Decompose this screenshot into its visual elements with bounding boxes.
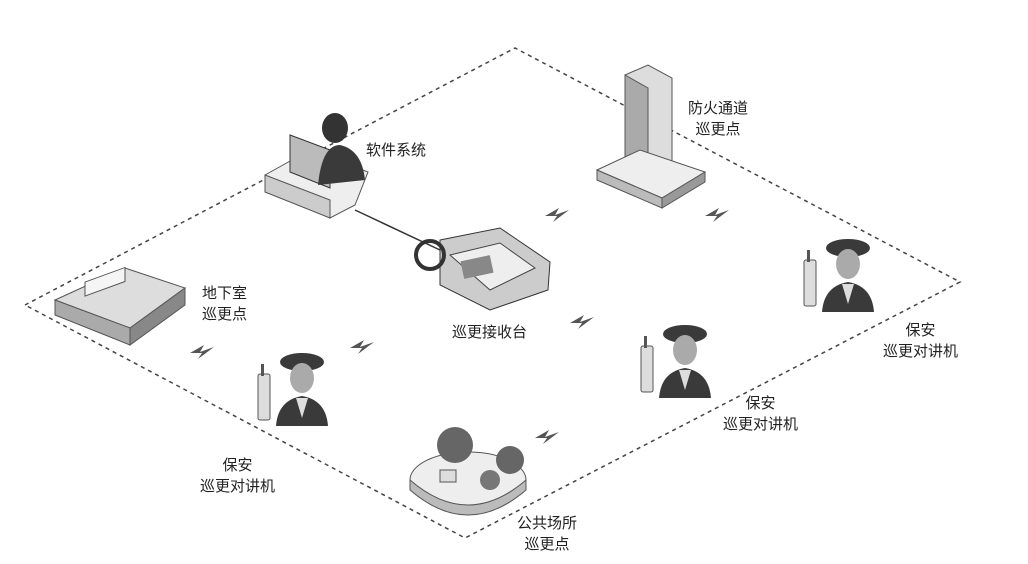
signal-bolt-icon (350, 340, 374, 354)
public-place-label-line2: 巡更点 (524, 535, 570, 553)
basement-label-line1: 地下室 (202, 284, 248, 302)
basement-label-line2: 巡更点 (202, 305, 248, 323)
guard-middle-label-line1: 保安 (745, 394, 776, 412)
fire-exit-label-line2: 巡更点 (695, 120, 741, 138)
public-place-label-line1: 公共场所 (517, 514, 578, 532)
guard-right-label-line2: 巡更对讲机 (883, 342, 959, 360)
software-system-label: 软件系统 (366, 141, 427, 159)
guard-left-label-line2: 巡更对讲机 (200, 477, 276, 495)
guard-middle-label: 保安 巡更对讲机 (723, 393, 798, 435)
guard-middle-icon (640, 324, 712, 399)
signal-bolt-icon (545, 208, 569, 222)
fire-exit-label: 防火通道 巡更点 (688, 98, 748, 140)
guard-left-label-line1: 保安 (222, 456, 253, 474)
receiver-label: 巡更接收台 (452, 323, 528, 341)
guard-left-label: 保安 巡更对讲机 (200, 455, 275, 497)
connection-cable (354, 209, 441, 251)
signal-bolt-icon (535, 430, 559, 444)
signal-bolt-icon (570, 315, 594, 329)
guard-right-label-line1: 保安 (905, 321, 936, 339)
patrol-area-boundary (23, 47, 962, 539)
software-system-icon (264, 113, 369, 219)
fire-exit-building-icon (595, 64, 707, 209)
basement-icon (53, 266, 187, 346)
public-place-icon (409, 427, 527, 516)
signal-bolt-icon (705, 208, 729, 222)
basement-label: 地下室 巡更点 (202, 283, 247, 325)
guard-right-icon (803, 238, 875, 313)
guard-left-icon (257, 352, 329, 427)
fire-exit-label-line1: 防火通道 (688, 99, 749, 117)
guard-right-label: 保安 巡更对讲机 (883, 320, 958, 362)
public-place-label: 公共场所 巡更点 (517, 513, 577, 555)
receiver-station-icon (414, 227, 551, 311)
guard-middle-label-line2: 巡更对讲机 (723, 415, 799, 433)
signal-bolt-icon (190, 345, 214, 359)
